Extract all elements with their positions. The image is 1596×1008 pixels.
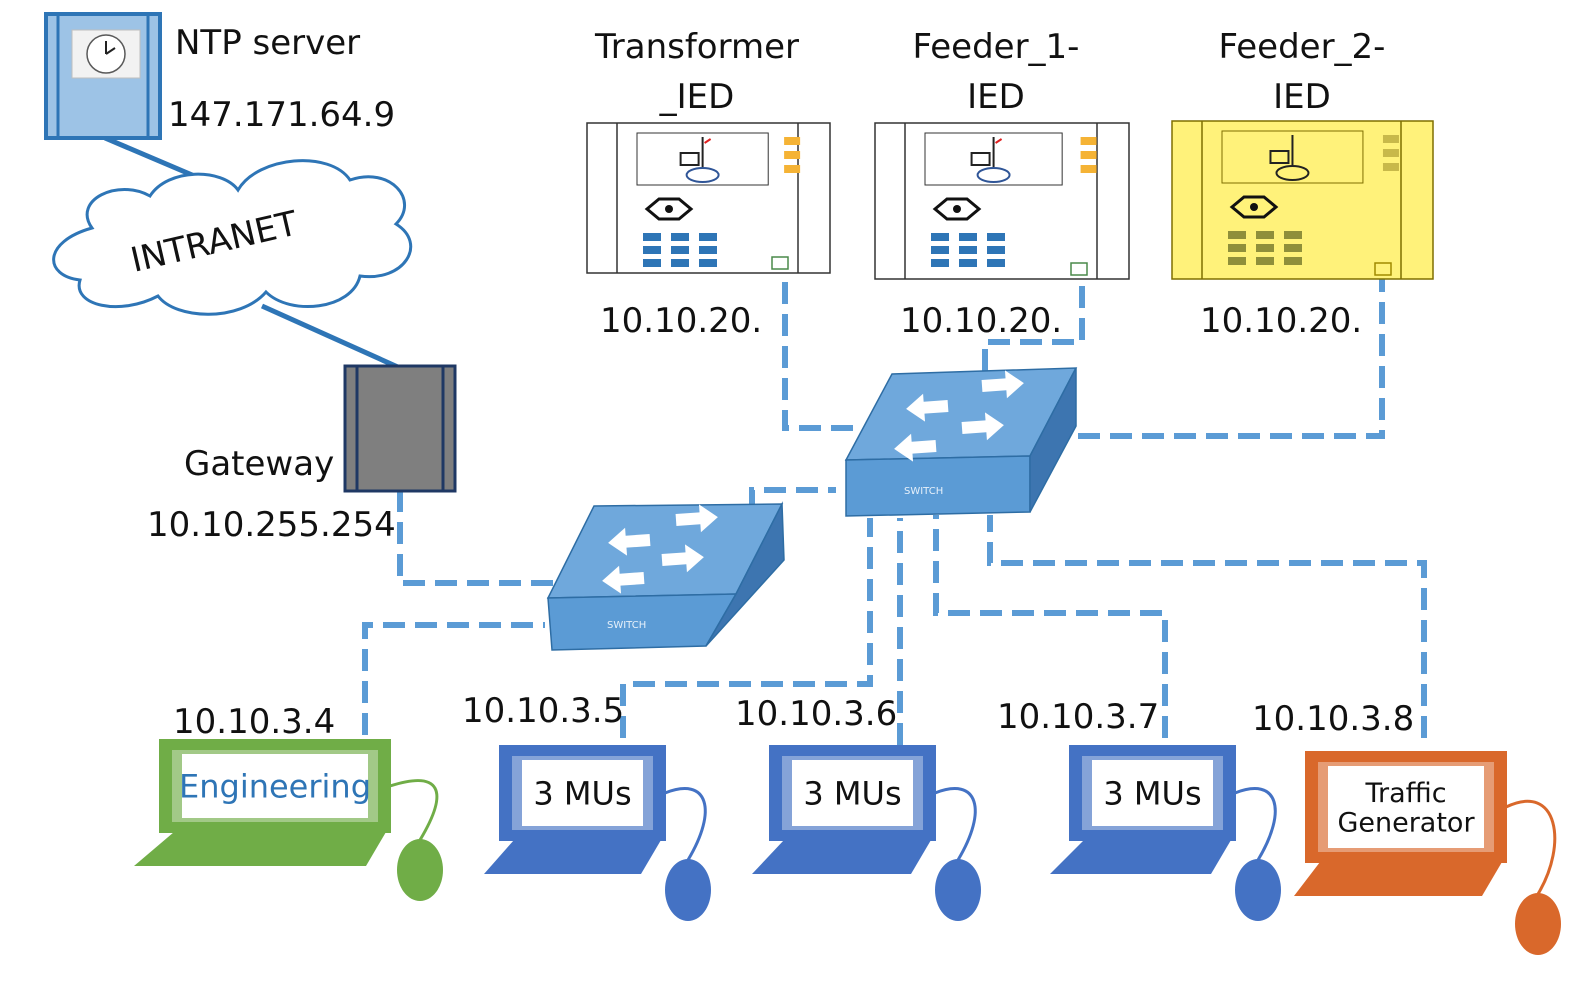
ied-display-icon xyxy=(924,132,1063,186)
ied-display-icon xyxy=(1221,130,1364,184)
mouse-icon xyxy=(1234,787,1281,921)
navigation-keys-icon xyxy=(644,197,694,221)
mouse-icon xyxy=(934,787,981,921)
gateway-ip: 10.10.255.254 xyxy=(147,505,396,545)
ied-keypad-icon xyxy=(931,233,1005,267)
link-mu3-switch xyxy=(933,515,1168,738)
ied-status-leds xyxy=(1382,135,1399,171)
host-ip: 10.10.3.8 xyxy=(1252,699,1414,739)
laptop-screen-label: 3 MUs xyxy=(1103,775,1201,813)
mu-laptop[interactable]: 3 MUs xyxy=(752,745,981,921)
ied-port-icon xyxy=(1374,262,1392,276)
link-traffic-generator-switch xyxy=(987,515,1427,738)
ied-keypad-icon xyxy=(643,233,717,267)
host-ip: 10.10.3.7 xyxy=(997,697,1159,737)
switch-icon[interactable] xyxy=(844,367,1078,517)
laptop-icon xyxy=(134,739,391,866)
ntp-server[interactable] xyxy=(44,12,162,140)
navigation-keys-icon xyxy=(932,197,982,221)
ied-title-line1: Feeder_1- xyxy=(913,27,1080,67)
gateway-label: Gateway xyxy=(184,444,334,484)
laptop-screen-label: 3 MUs xyxy=(533,775,631,813)
laptop-screen-label: Traffic xyxy=(1364,778,1446,809)
switch-icon[interactable] xyxy=(546,501,785,651)
ied-title-line1: Feeder_2- xyxy=(1219,27,1386,67)
host-ip: 10.10.3.5 xyxy=(462,691,624,731)
ied-status-leds xyxy=(1080,137,1097,173)
mouse-icon xyxy=(1505,799,1561,955)
laptop-screen-label: 3 MUs xyxy=(803,775,901,813)
ied-port-icon xyxy=(771,256,789,270)
switch-label: SWITCH xyxy=(904,486,943,497)
lan-links xyxy=(362,270,1427,773)
ied-title-line2: IED xyxy=(967,77,1025,117)
laptop-screen-label: Engineering xyxy=(179,768,371,806)
ied-port-icon xyxy=(1070,262,1088,276)
clock-icon xyxy=(71,29,141,79)
link-switch-switch xyxy=(749,487,836,510)
link-engineering-switch xyxy=(362,622,545,735)
cloud-gateway-link xyxy=(260,303,402,371)
ied-ip: 10.10.20. xyxy=(900,301,1062,341)
ied-keypad-icon xyxy=(1228,231,1302,265)
ntp-server-ip: 147.171.64.9 xyxy=(168,95,395,135)
ied-display-icon xyxy=(636,132,769,186)
ied-title-line1: Transformer xyxy=(594,27,799,67)
switch-label: SWITCH xyxy=(607,620,646,631)
mu-laptop[interactable]: 3 MUs xyxy=(1050,745,1281,921)
link-mu1-switch xyxy=(620,518,873,770)
laptop-screen-label: Generator xyxy=(1337,808,1475,839)
link-feeder2-ied-switch xyxy=(1058,270,1385,439)
engineering-laptop[interactable]: Engineering xyxy=(134,739,443,901)
laptop-icon xyxy=(484,745,666,874)
navigation-keys-icon xyxy=(1229,195,1279,219)
host-ip: 10.10.3.4 xyxy=(173,702,335,742)
host-ip: 10.10.3.6 xyxy=(735,694,897,734)
ntp-server-label: NTP server xyxy=(175,23,360,63)
link-feeder1-ied-switch xyxy=(982,286,1085,374)
gateway-icon[interactable] xyxy=(343,364,457,493)
mouse-icon xyxy=(389,779,443,901)
transformer-ied-device[interactable] xyxy=(586,122,831,274)
feeder-1-ied-device[interactable] xyxy=(874,122,1130,280)
laptop-icon xyxy=(1294,751,1507,896)
ied-title-line2: _IED xyxy=(659,77,735,117)
mu-laptop[interactable]: 3 MUs xyxy=(484,745,711,921)
ied-title-line2: IED xyxy=(1273,77,1331,117)
ied-ip: 10.10.20. xyxy=(600,301,762,341)
link-gateway-switch xyxy=(397,490,565,586)
ied-ip: 10.10.20. xyxy=(1200,301,1362,341)
mouse-icon xyxy=(664,787,711,921)
ied-status-leds xyxy=(784,137,801,173)
feeder-2-ied-device[interactable] xyxy=(1171,120,1434,280)
cloud-icon xyxy=(52,159,413,316)
link-transformer-ied-switch xyxy=(782,282,862,431)
laptop-icon xyxy=(752,745,936,874)
